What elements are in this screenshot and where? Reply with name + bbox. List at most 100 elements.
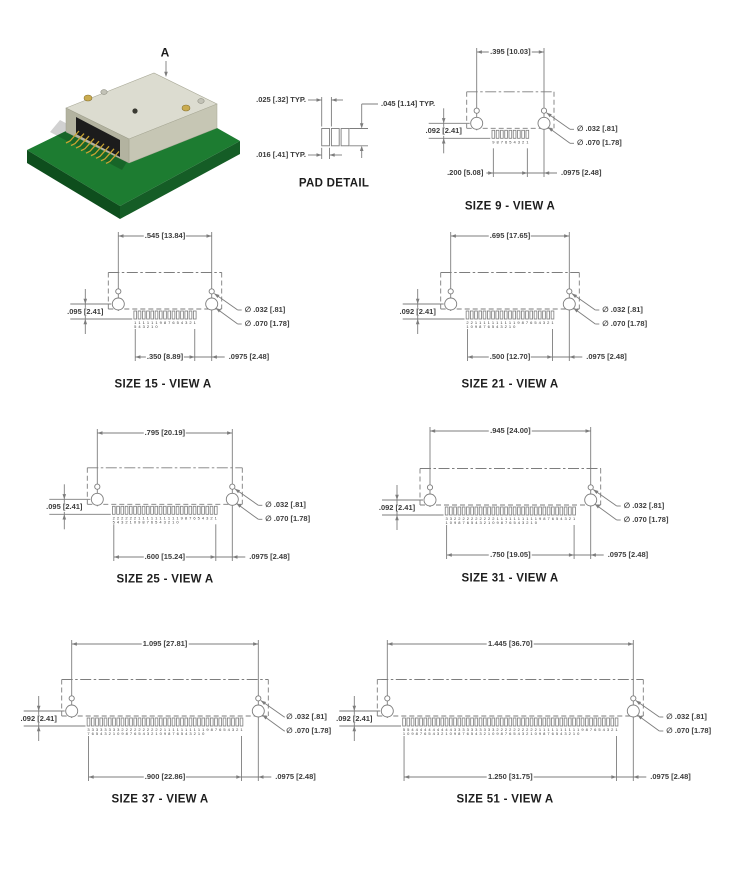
- arrowhead-icon: [467, 355, 473, 359]
- pin-number: 2: [522, 727, 525, 732]
- pin-number: 3: [121, 519, 124, 524]
- pin-number: 2: [441, 731, 444, 736]
- pin-number: 1: [142, 515, 145, 520]
- mounting-hole-small-right: [540, 107, 548, 114]
- pin-number: 2: [210, 515, 213, 520]
- solder-pad: [521, 506, 525, 516]
- pin-number: 3: [117, 727, 120, 732]
- pin-number: 0: [134, 519, 137, 524]
- arrowhead-icon: [316, 153, 322, 157]
- arrowhead-icon: [260, 700, 267, 705]
- arrowhead-icon: [215, 308, 221, 313]
- solder-pad: [517, 717, 521, 727]
- pin-number: 7: [87, 731, 90, 736]
- mounting-hole-large-right: [562, 297, 576, 311]
- pin-number: 4: [117, 519, 120, 524]
- solder-pad: [427, 717, 432, 727]
- pin-number: 8: [126, 731, 129, 736]
- solder-pad: [154, 717, 159, 727]
- pin-number: 9: [411, 731, 414, 736]
- jackscrew-gold-left: [83, 94, 93, 102]
- solder-pad: [525, 506, 530, 516]
- solder-pad: [542, 506, 547, 516]
- pin-number: 9: [539, 731, 542, 736]
- pin-number: 2: [522, 139, 525, 144]
- pin-number: 5: [155, 519, 158, 524]
- solder-pad: [465, 310, 470, 320]
- solder-pad: [538, 310, 542, 320]
- pin-number: 2: [125, 519, 128, 524]
- pin-number: 8: [479, 324, 482, 329]
- pin-number: 6: [177, 731, 180, 736]
- solder-pad: [491, 310, 495, 320]
- pin-number: 1: [509, 320, 512, 325]
- arrowhead-icon: [404, 775, 410, 779]
- arrowhead-icon: [590, 553, 596, 557]
- pin-number: 1: [509, 516, 512, 521]
- pin-number: 1: [615, 727, 618, 732]
- arrowhead-icon: [316, 98, 322, 102]
- mounting-hole-small-left: [68, 695, 75, 702]
- solder-pad: [150, 505, 154, 515]
- solder-pad: [568, 717, 572, 727]
- solder-pad: [116, 505, 120, 515]
- pin-number: 1: [543, 727, 546, 732]
- size21-diagram: [402, 232, 600, 361]
- pin-number: 2: [151, 727, 154, 732]
- solder-pad: [585, 717, 589, 727]
- arrowhead-icon: [571, 293, 578, 298]
- arrowhead-icon: [118, 234, 124, 238]
- pcb-board-right-edge: [120, 141, 240, 219]
- pin-number: 7: [130, 731, 133, 736]
- pin-number: 8: [522, 320, 525, 325]
- pin-number: 4: [513, 139, 516, 144]
- pin-number: 3: [189, 731, 192, 736]
- pin-number: 3: [104, 731, 107, 736]
- pin-number: 1: [530, 520, 533, 525]
- arrowhead-icon: [331, 98, 337, 102]
- pin-number: 2: [121, 727, 124, 732]
- pin-number: 3: [607, 727, 610, 732]
- pin-number: 9: [492, 139, 495, 144]
- pin-number: 2: [513, 727, 516, 732]
- pin-number: 2: [530, 727, 533, 732]
- pin-number: 1: [479, 320, 482, 325]
- solder-pad: [589, 717, 593, 727]
- arrowhead-icon: [36, 726, 41, 732]
- pin-number: 1: [168, 727, 171, 732]
- pin-number: 9: [496, 731, 499, 736]
- pin-number: 1: [151, 320, 154, 325]
- pin-number: 6: [219, 727, 222, 732]
- size25-diagram: [49, 429, 263, 561]
- pin-number: 2: [134, 515, 137, 520]
- pin-number: 7: [547, 516, 550, 521]
- arrowhead-icon: [359, 123, 364, 129]
- arrowhead-icon: [227, 431, 233, 435]
- pin-number: 9: [454, 520, 457, 525]
- pin-number: 1: [172, 519, 175, 524]
- solder-pad: [197, 505, 201, 515]
- pin-number: 3: [232, 727, 235, 732]
- solder-pad: [180, 310, 184, 320]
- solder-pad: [551, 717, 555, 727]
- pin-number: 6: [467, 520, 470, 525]
- mounting-hole-large-left: [470, 116, 484, 130]
- pin-number: 3: [113, 727, 116, 732]
- mounting-hole-small-left: [115, 288, 122, 295]
- solder-pad: [512, 506, 517, 516]
- solder-pad: [432, 717, 436, 727]
- solder-pad: [504, 129, 508, 139]
- solder-pad: [508, 310, 512, 320]
- pin-number: 4: [539, 320, 542, 325]
- pin-number: 8: [142, 519, 145, 524]
- solder-pad: [158, 717, 163, 727]
- pin-number: 2: [547, 320, 550, 325]
- pin-number: 1: [500, 320, 503, 325]
- pin-number: 2: [109, 731, 112, 736]
- solder-pad: [214, 717, 218, 727]
- arrowhead-icon: [206, 234, 212, 238]
- solder-pad: [474, 310, 478, 320]
- solder-pad: [222, 717, 227, 727]
